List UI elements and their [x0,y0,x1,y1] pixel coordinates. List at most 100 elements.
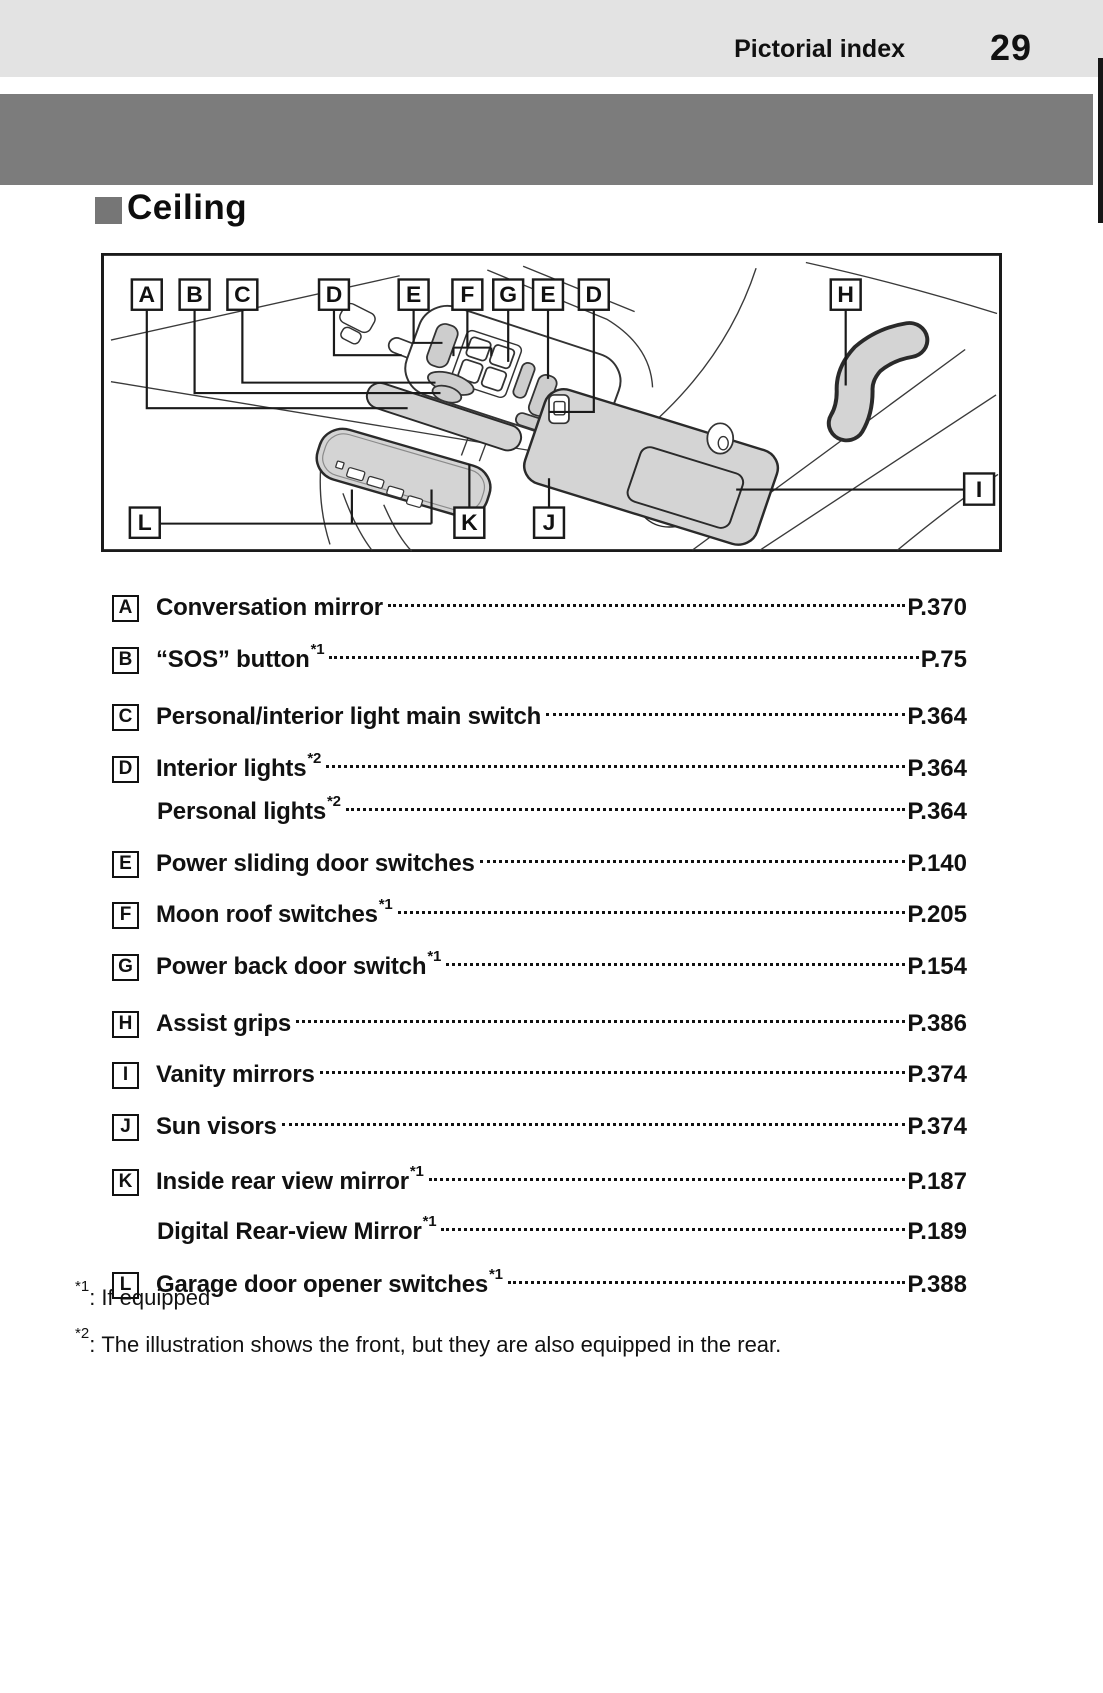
row-label-text: Power sliding door switches [156,850,475,877]
row-label-text: “SOS” button [156,646,310,673]
row-dot-leader [295,1019,906,1023]
footnote-2: *2:The illustration shows the front, but… [75,1326,975,1360]
row-label: Personal/interior light main switch [156,703,541,731]
ceiling-figure: A B C D E [101,253,1002,552]
callout-E-right: E [531,278,565,311]
row-letter-box: L [112,1271,139,1299]
callout-D-front: D [317,278,351,311]
row-page-ref: P.388 [907,1271,967,1298]
row-dot-leader [345,807,906,811]
callout-J: J [532,506,566,539]
svg-text:D: D [326,283,343,307]
row-label-text: Assist grips [156,1010,291,1037]
row-label: Assist grips [156,1010,291,1038]
row-letter-box: K [112,1168,139,1196]
row-page-ref: P.140 [907,850,967,877]
callout-B: B [178,278,211,311]
svg-text:J: J [543,511,556,535]
row-label: Power back door switch*1 [156,949,441,981]
row-label-text: Sun visors [156,1113,277,1140]
page-header: Pictorial index 29 [0,0,1103,77]
footnote-ref: *2 [307,750,322,767]
callout-A: A [130,278,163,311]
row-dot-leader [546,712,906,716]
row-page-ref: P.386 [907,1010,967,1037]
row-dot-leader [319,1070,906,1074]
page-number: 29 [989,27,1032,68]
row-label-text: Inside rear view mirror [156,1168,409,1195]
row-dot-leader [329,655,919,659]
row-page-ref: P.364 [907,798,967,825]
index-row: L Garage door opener switches*1 P.388 [112,1267,967,1300]
callout-E-left: E [397,278,430,311]
row-letter-box: E [112,850,139,878]
callout-L: L [128,506,161,539]
footnote-ref: *1 [427,948,442,965]
page-header-title: Pictorial index [734,35,905,63]
footnote-ref: *1 [310,641,325,658]
row-page-ref: P.370 [907,594,967,621]
footnote-ref: *1 [489,1266,503,1283]
svg-text:G: G [499,283,517,307]
row-dot-leader [479,859,906,863]
chapter-banner [0,94,1093,185]
row-page-ref: P.75 [920,646,967,673]
row-label-text: Power back door switch [156,953,427,980]
callout-D-rear: D [577,278,610,311]
callout-C: C [226,278,259,311]
visor-hook [706,422,735,455]
row-label: Moon roof switches*1 [156,897,393,929]
row-letter-box: C [112,703,139,731]
callout-I: I [962,472,996,506]
footnote-ref: *1 [409,1163,424,1180]
svg-text:I: I [976,478,982,502]
leader-lines [145,309,965,525]
row-page-ref: P.205 [907,901,967,928]
row-label-text: Moon roof switches [156,901,378,928]
section-heading: Ceiling [95,188,247,228]
footnotes: *1:If equipped *2:The illustration shows… [75,1279,975,1377]
row-page-ref: P.374 [907,1061,967,1088]
assist-grip [826,321,930,443]
row-label: Personal lights*2 [157,794,341,826]
callout-F: F [451,278,484,311]
svg-text:D: D [586,283,603,307]
visor-clip [548,394,570,425]
row-label: “SOS” button*1 [156,642,325,674]
row-page-ref: P.364 [907,755,967,782]
row-dot-leader [446,962,906,966]
footnote-ref: *2 [327,793,341,810]
row-label-text: Garage door opener switches [156,1271,489,1298]
row-page-ref: P.189 [907,1218,967,1245]
page-edge-tab [1098,58,1103,223]
index-row: F Moon roof switches*1 P.205 [112,897,967,930]
row-label-text: Interior lights [156,755,307,782]
footnote-marker: *2 [75,1324,90,1342]
footnote-marker: *1 [75,1277,90,1295]
footnote-text: The illustration shows the front, but th… [101,1332,782,1357]
svg-text:A: A [139,283,156,307]
row-label-text: Vanity mirrors [156,1061,315,1088]
footnote-1: *1:If equipped [75,1279,975,1313]
section-title: Ceiling [127,188,248,227]
row-label: Interior lights*2 [156,751,321,783]
row-label-text: Personal lights [157,798,327,825]
svg-text:L: L [138,511,152,535]
footnote-separator: : [89,1285,96,1310]
row-label: Sun visors [156,1113,277,1141]
callout-H: H [829,278,862,311]
row-label: Garage door opener switches*1 [156,1267,503,1299]
mirror-buttons [335,460,424,508]
svg-text:E: E [406,283,421,307]
row-letter-box: F [112,901,139,929]
svg-text:E: E [540,283,555,307]
footnote-ref: *1 [422,1213,437,1230]
row-label: Conversation mirror [156,594,383,622]
